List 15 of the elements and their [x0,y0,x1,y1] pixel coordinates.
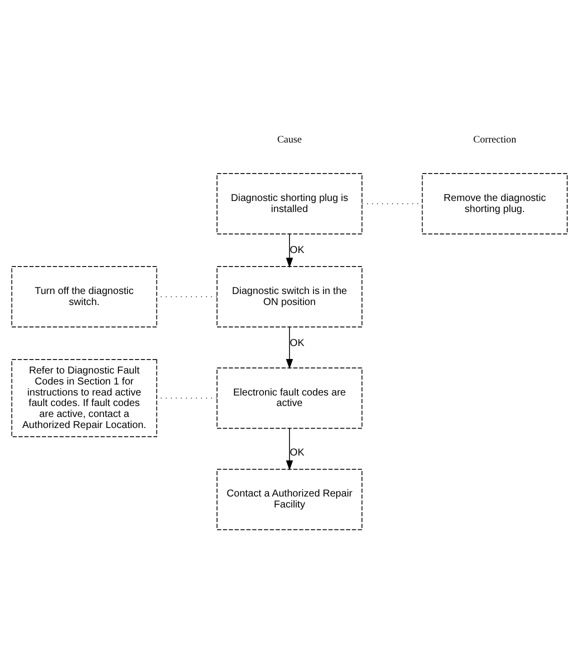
arrow [286,326,294,369]
node-box: Electronic fault codes are active [216,367,362,428]
node-box: Diagnostic shorting plug is installed [216,172,362,234]
node-box: Remove the diagnostic shorting plug. [422,172,568,234]
edge-label: OK [290,337,304,348]
edge-label: OK [290,447,304,458]
node-box: Turn off the diagnostic switch. [11,266,158,327]
label: Correction [473,134,516,145]
edge-label: OK [290,244,304,256]
arrow [286,427,294,470]
node-box: Refer to Diagnostic Fault Codes in Section 1 for instructions to read active fault codes. If fault codes are active, contact a Authorized Repair Location. [11,358,158,437]
node-box: Diagnostic switch is in the ON position [216,266,362,327]
node-box: Contact a Authorized Repair Facility [216,468,362,530]
label: Cause [277,134,302,145]
arrow [286,233,294,268]
